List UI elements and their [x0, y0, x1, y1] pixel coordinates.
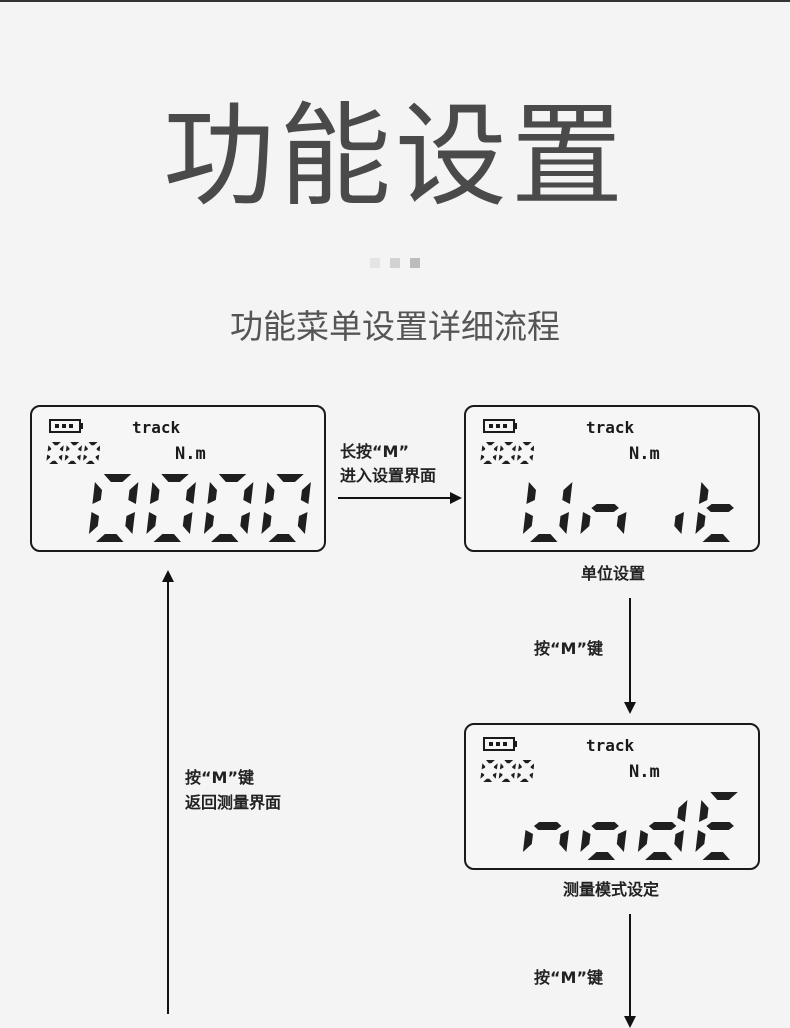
down-arrow-icon [624, 598, 636, 714]
segment-digit-3 [674, 512, 684, 534]
main-digits-display [522, 482, 734, 542]
segment-digit-3 [203, 474, 254, 542]
long-press-label-line2: 进入设置界面 [340, 466, 437, 485]
return-label-line1: 按“M”键 [185, 768, 254, 787]
segment-digit-2 [146, 474, 196, 542]
lcd-screen-measure: track N.m [30, 405, 326, 552]
press-m-label-1: 按“M”键 [534, 639, 603, 658]
unit-label: N.m [629, 762, 660, 782]
segment-digit-1 [480, 442, 498, 464]
caption-unit-setting: 单位设置 [581, 564, 646, 583]
track-label: track [586, 418, 635, 437]
small-digits-display [480, 760, 534, 782]
return-label-line2: 返回测量界面 [185, 793, 282, 812]
top-border-line [0, 0, 790, 2]
small-digits-display [46, 442, 100, 464]
lcd-screen-unit: track N.m [464, 405, 760, 552]
segment-digit-1 [522, 482, 573, 542]
track-label: track [586, 736, 635, 755]
dot-3 [410, 258, 420, 268]
segment-digit-3 [83, 442, 100, 464]
segment-digit-4 [695, 792, 738, 860]
lcd-screen-mode: track N.m [464, 723, 760, 870]
segment-digit-3 [637, 800, 688, 860]
segment-digit-3 [517, 760, 534, 782]
caption-mode-setting: 测量模式设定 [563, 880, 660, 899]
right-arrow-icon [338, 492, 462, 504]
battery-icon [49, 419, 83, 433]
page-title: 功能设置 [163, 92, 627, 222]
battery-icon [483, 419, 517, 433]
unit-label: N.m [175, 444, 206, 464]
track-label: track [132, 418, 181, 437]
main-digits-display [522, 792, 738, 860]
segment-digit-2 [580, 504, 627, 534]
long-press-label-line1: 长按“M” [340, 442, 409, 461]
segment-digit-1 [46, 442, 64, 464]
unit-label: N.m [629, 444, 660, 464]
small-digits-display [480, 442, 534, 464]
press-m-label-2: 按“M”键 [534, 968, 603, 987]
segment-digit-4 [261, 474, 311, 542]
segment-digit-2 [498, 442, 516, 464]
main-digits-display [88, 474, 311, 542]
segment-digit-1 [522, 822, 569, 852]
segment-digit-4 [695, 482, 734, 542]
battery-icon [483, 737, 517, 751]
dot-1 [370, 258, 380, 268]
page-subtitle: 功能菜单设置详细流程 [230, 307, 560, 346]
segment-digit-2 [580, 822, 627, 860]
segment-digit-3 [517, 442, 534, 464]
segment-digit-2 [498, 760, 516, 782]
segment-digit-1 [88, 474, 139, 542]
segment-digit-1 [480, 760, 498, 782]
dot-2 [390, 258, 400, 268]
segment-digit-2 [64, 442, 82, 464]
up-arrow-icon [162, 570, 174, 1014]
down-arrow-icon [624, 914, 636, 1028]
